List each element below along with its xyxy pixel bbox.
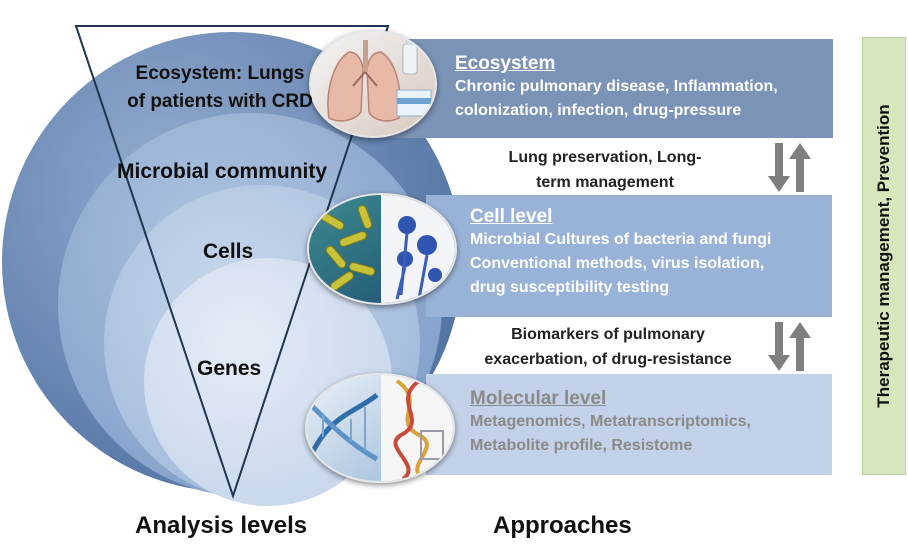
ecosystem-box-line: Chronic pulmonary disease, Inflammation, xyxy=(455,78,778,95)
level-label-ecosystem-line: Ecosystem: Lungs xyxy=(135,63,305,84)
connector-line: Biomarkers of pulmonary xyxy=(511,326,705,343)
cell-level-box-line: Conventional methods, virus isolation, xyxy=(470,255,765,272)
therapeutic-management-label: Therapeutic management, Prevention xyxy=(874,104,893,408)
ecosystem-box: Ecosystem Chronic pulmonary disease, Inf… xyxy=(382,39,833,138)
ecosystem-box-title: Ecosystem xyxy=(455,53,556,74)
down-arrow-icon xyxy=(768,322,790,371)
up-arrow-icon xyxy=(789,322,811,371)
arrows-lower xyxy=(768,322,811,371)
level-label-cells: Cells xyxy=(203,240,254,263)
cell-level-box-title: Cell level xyxy=(470,206,553,227)
therapeutic-management-bar: Therapeutic management, Prevention xyxy=(862,37,906,475)
arrows-upper xyxy=(768,143,811,192)
ecosystem-box-line: colonization, infection, drug-pressure xyxy=(455,102,742,119)
analysis-levels-footer: Analysis levels xyxy=(135,512,308,539)
level-label-genes: Genes xyxy=(197,357,262,380)
level-label-microbial-community: Microbial community xyxy=(117,160,328,183)
connector-line: term management xyxy=(536,174,674,191)
up-arrow-icon xyxy=(789,143,811,192)
microbes-micrograph-icon xyxy=(307,193,457,305)
down-arrow-icon xyxy=(768,143,790,192)
molecular-level-box-title: Molecular level xyxy=(470,388,607,409)
cell-level-box-line: Microbial Cultures of bacteria and fungi xyxy=(470,231,772,248)
lungs-illustration-icon xyxy=(309,30,437,138)
cell-level-box-line: drug susceptibility testing xyxy=(470,279,670,296)
level-label-ecosystem: Ecosystem: Lungs of patients with CRD xyxy=(100,60,340,116)
molecular-level-box-line: Metabolite profile, Resistome xyxy=(470,437,693,454)
cell-level-box: Cell level Microbial Cultures of bacteri… xyxy=(426,195,832,317)
connector-text-lower: Biomarkers of pulmonary exacerbation, of… xyxy=(450,322,766,372)
connector-text-upper: Lung preservation, Long- term management xyxy=(460,145,750,195)
connector-line: Lung preservation, Long- xyxy=(508,149,702,166)
approaches-footer: Approaches xyxy=(493,512,632,539)
dna-helix-icon xyxy=(305,373,455,483)
level-label-ecosystem-line: of patients with CRD xyxy=(127,91,313,112)
molecular-level-box: Molecular level Metagenomics, Metatransc… xyxy=(426,374,832,475)
connector-line: exacerbation, of drug-resistance xyxy=(484,351,732,368)
molecular-level-box-line: Metagenomics, Metatranscriptomics, xyxy=(470,413,751,430)
